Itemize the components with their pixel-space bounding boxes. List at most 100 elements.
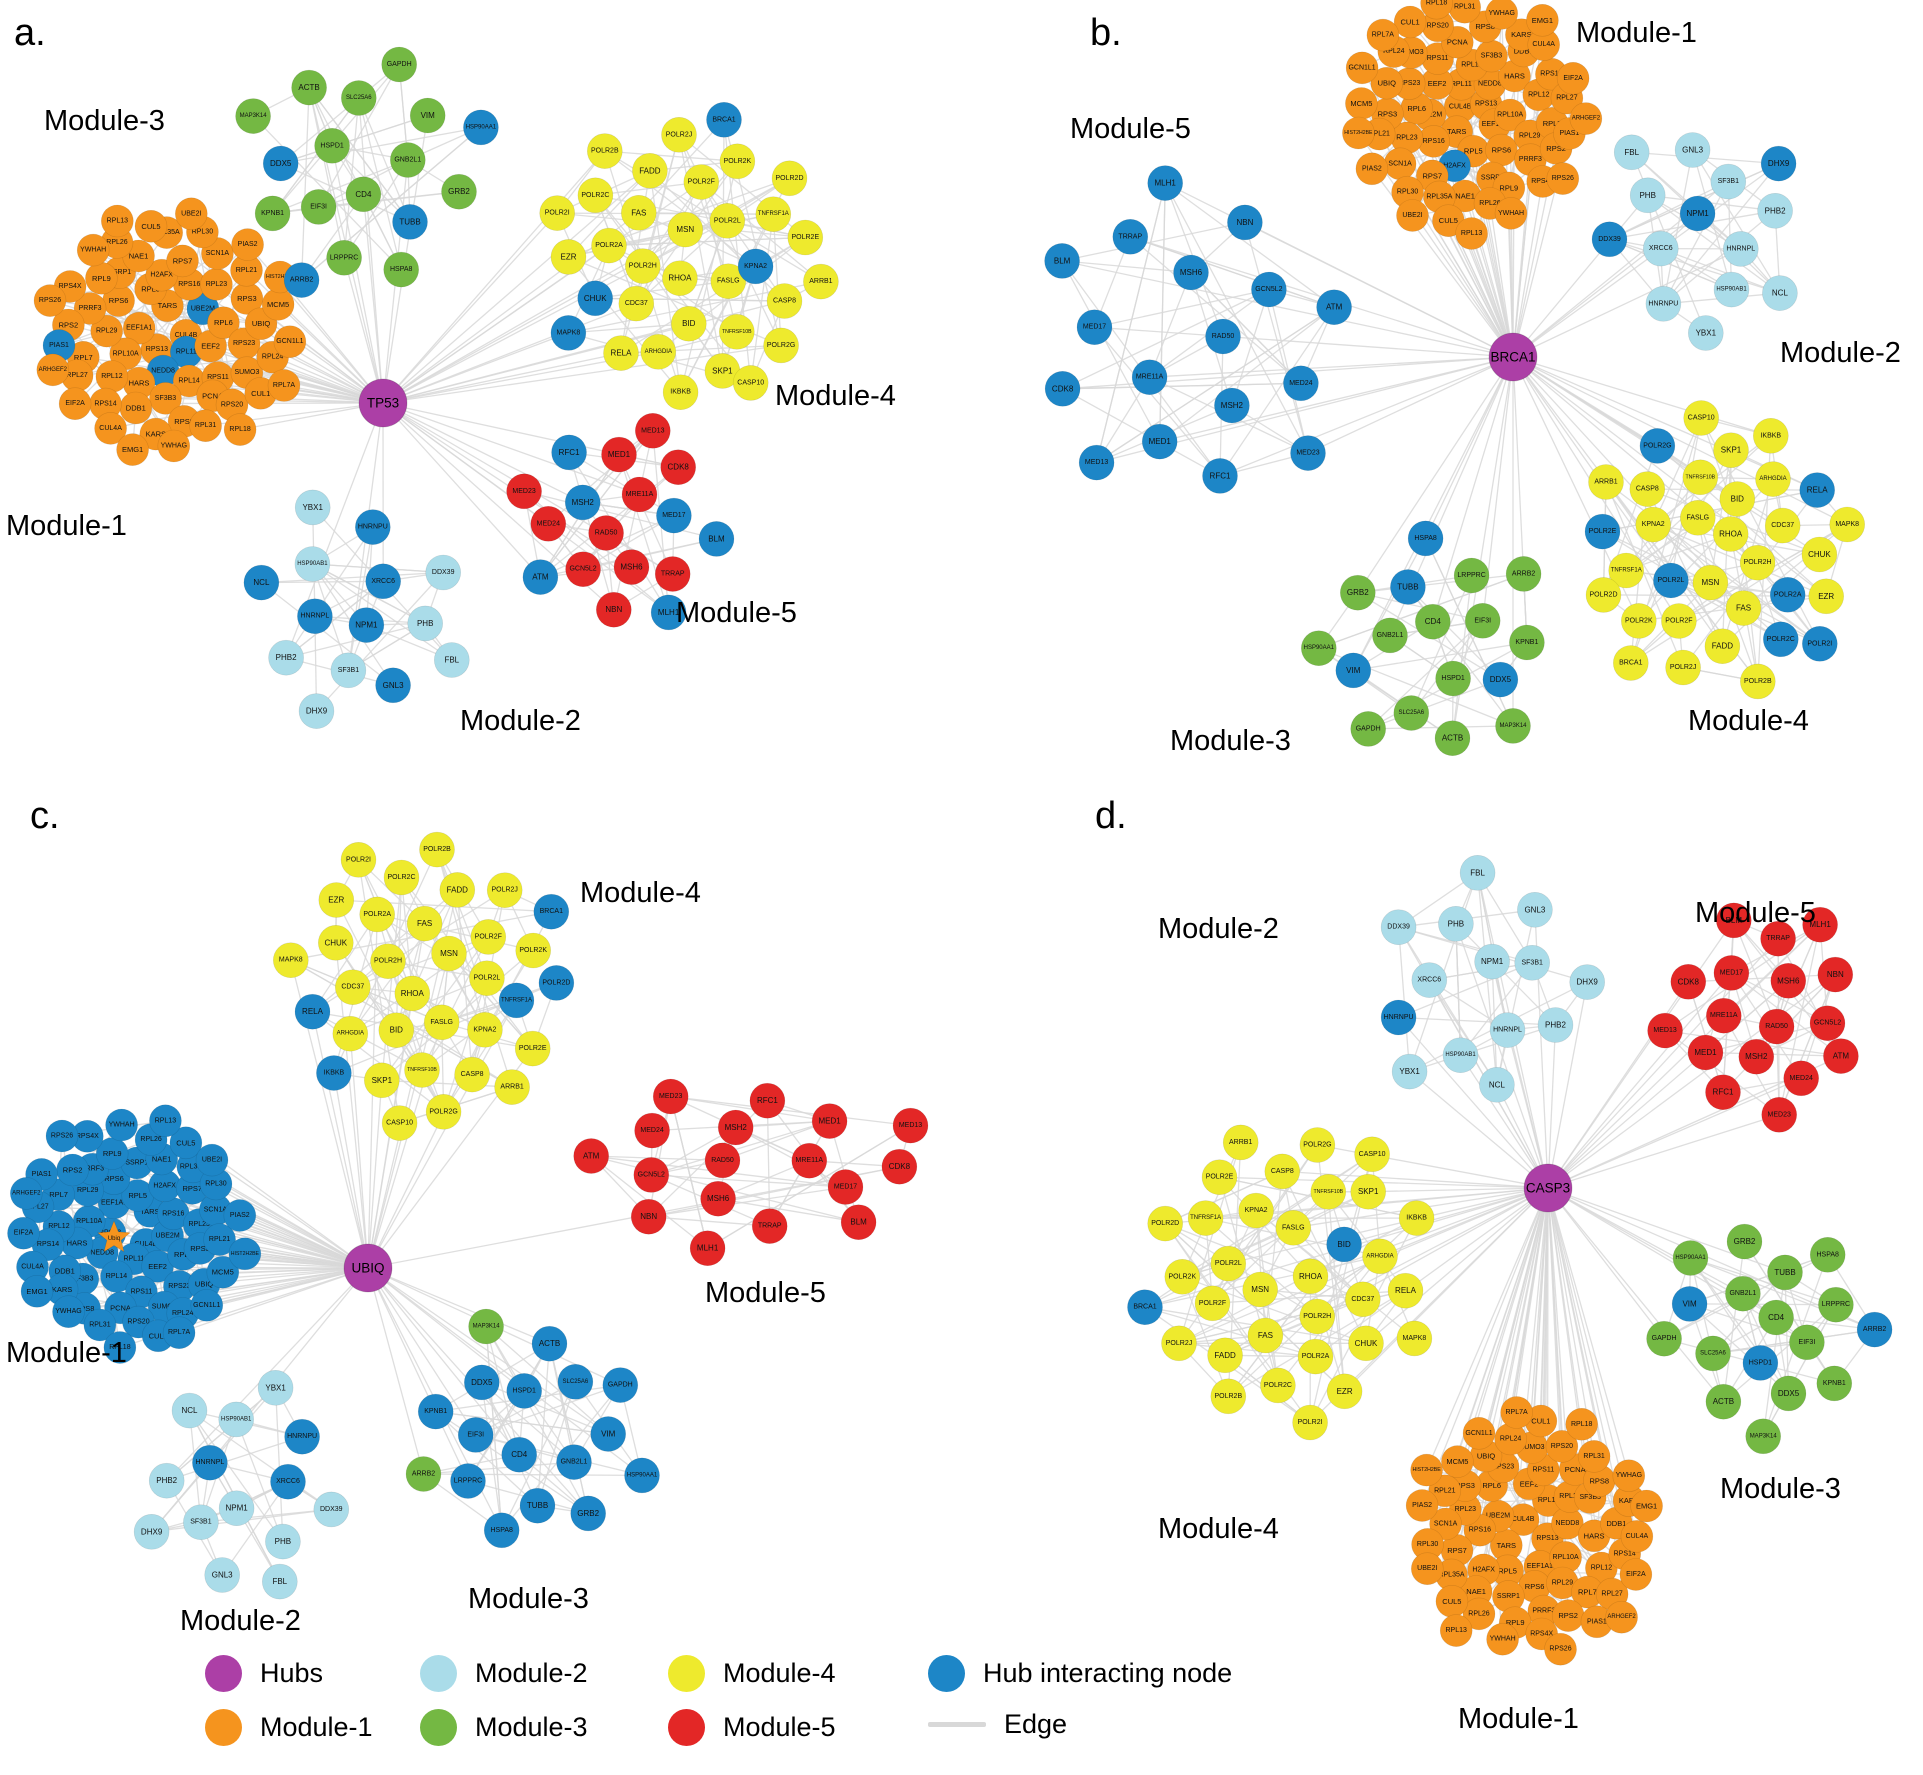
gene-node-label: POLR2F: [688, 179, 715, 186]
gene-node-label: CDC37: [341, 984, 364, 991]
gene-node-label: RPS14: [94, 401, 116, 408]
gene-node-label: POLR2D: [1589, 591, 1617, 598]
gene-node: [1713, 955, 1750, 991]
gene-node: [1809, 1237, 1846, 1273]
gene-node-label: MSH6: [620, 563, 643, 572]
gene-node-label: CDK8: [889, 1162, 911, 1171]
gene-node-label: ACTB: [539, 1339, 560, 1348]
gene-node-label: HNRNPU: [1384, 1014, 1414, 1021]
gene-node: [565, 551, 601, 588]
gene-node-label: RPS6: [109, 296, 129, 305]
gene-node-label: HIST2H2BE: [1412, 1467, 1441, 1473]
edge: [501, 1381, 576, 1531]
edge: [1327, 1191, 1346, 1392]
gene-node-label: RPL23: [188, 1221, 210, 1228]
gene-node-label: ATM: [1326, 303, 1343, 312]
gene-node-label: PRRF3: [1532, 1608, 1555, 1615]
gene-node: [763, 327, 799, 364]
gene-node-label: IKBKB: [1406, 1215, 1427, 1222]
gene-node: [1247, 1317, 1284, 1354]
gene-node-label: POLR2C: [581, 192, 609, 199]
gene-node-label: POLR2B: [1214, 1393, 1242, 1400]
gene-node-label: LRPPRC: [330, 254, 358, 261]
gene-node-label: POLR2L: [1657, 577, 1684, 584]
edge: [1547, 924, 1821, 1189]
edge: [608, 236, 806, 247]
edge: [1149, 356, 1514, 378]
gene-node-label: KPNA2: [1245, 1207, 1268, 1214]
gene-node-label: POLR2L: [473, 975, 500, 982]
module-label: Module-5: [676, 597, 797, 629]
gene-node-label: TNFRSF10B: [1313, 1189, 1343, 1195]
hub-node: [1523, 1163, 1573, 1213]
gene-node-label: SKP1: [1358, 1187, 1379, 1196]
gene-node-label: ARHGDIA: [1366, 1253, 1393, 1259]
gene-node: [383, 859, 420, 896]
gene-node-label: TNFRSF10B: [722, 329, 752, 335]
gene-node-label: TRRAP: [1766, 935, 1790, 942]
gene-node-label: POLR2B: [1744, 678, 1772, 685]
gene-node-label: POLR2G: [429, 1108, 457, 1115]
gene-node-label: YWHAG: [55, 1308, 81, 1315]
edge: [595, 181, 702, 196]
gene-node-label: HSPD1: [320, 142, 343, 149]
module-label: Module-1: [6, 510, 127, 542]
gene-node-label: DDX39: [320, 1506, 343, 1513]
gene-node: [1187, 1200, 1224, 1236]
edge: [206, 1267, 369, 1306]
gene-node: [538, 965, 575, 1001]
gene-node-label: DDX39: [1598, 236, 1621, 243]
gene-node: [1438, 905, 1474, 942]
gene-node-label: ACTB: [1442, 734, 1463, 743]
gene-node: [827, 1169, 864, 1205]
gene-node: [261, 1563, 298, 1600]
gene-node-label: XRCC6: [276, 1478, 300, 1485]
gene-node-label: RPL6: [1482, 1481, 1501, 1490]
gene-node: [1486, 1622, 1519, 1656]
gene-node-label: UBIQ: [1477, 1452, 1496, 1461]
edge: [1540, 1187, 1549, 1422]
gene-node-label: MSN: [440, 949, 458, 958]
gene-node: [1147, 165, 1183, 201]
gene-node: [381, 1105, 418, 1141]
gene-node-label: RPL26: [106, 239, 128, 246]
edge: [400, 877, 413, 994]
gene-node-label: PHB2: [156, 1476, 177, 1485]
edge: [188, 1410, 284, 1542]
module-label: Module-5: [1695, 897, 1816, 929]
gene-node-label: HIST2H2BE: [1344, 130, 1373, 136]
gene-node-label: NEDD8: [90, 1249, 114, 1256]
gene-node: [1716, 902, 1752, 939]
gene-node: [1464, 602, 1501, 639]
gene-node-label: GAPDH: [608, 1382, 633, 1389]
gene-node-label: RPS26: [51, 1133, 73, 1140]
gene-node-label: MLH1: [1155, 179, 1177, 188]
gene-node-label: RPL12: [1528, 91, 1550, 98]
edge: [1605, 481, 1723, 647]
gene-node: [1112, 219, 1149, 255]
gene-node-label: RPS7: [1423, 171, 1443, 180]
edge: [215, 1183, 369, 1269]
gene-node-label: SUMO3: [234, 369, 259, 376]
gene-node-label: FBL: [272, 1577, 287, 1586]
gene-node: [116, 433, 149, 466]
gene-node-label: RPL14: [1461, 62, 1483, 69]
gene-node-label: TRRAP: [758, 1223, 782, 1230]
edge: [707, 1125, 911, 1249]
gene-node: [1745, 1418, 1781, 1455]
module-4-color-swatch: [668, 1655, 705, 1692]
gene-node-label: MED17: [1083, 324, 1106, 331]
gene-node: [1310, 1174, 1347, 1210]
gene-node: [417, 1393, 454, 1430]
gene-node: [1719, 481, 1756, 517]
gene-node: [1695, 1335, 1731, 1372]
gene-node: [522, 559, 559, 595]
module-5-color-swatch: [668, 1709, 705, 1746]
edge: [1662, 210, 1776, 305]
gene-node: [486, 872, 523, 909]
gene-node-label: EEF2: [1520, 1479, 1539, 1488]
gene-node-label: MCM5: [267, 300, 289, 309]
gene-node: [1147, 1205, 1183, 1242]
gene-node-label: RPS4X: [76, 1133, 99, 1140]
gene-node-label: RPS20: [1427, 22, 1449, 29]
